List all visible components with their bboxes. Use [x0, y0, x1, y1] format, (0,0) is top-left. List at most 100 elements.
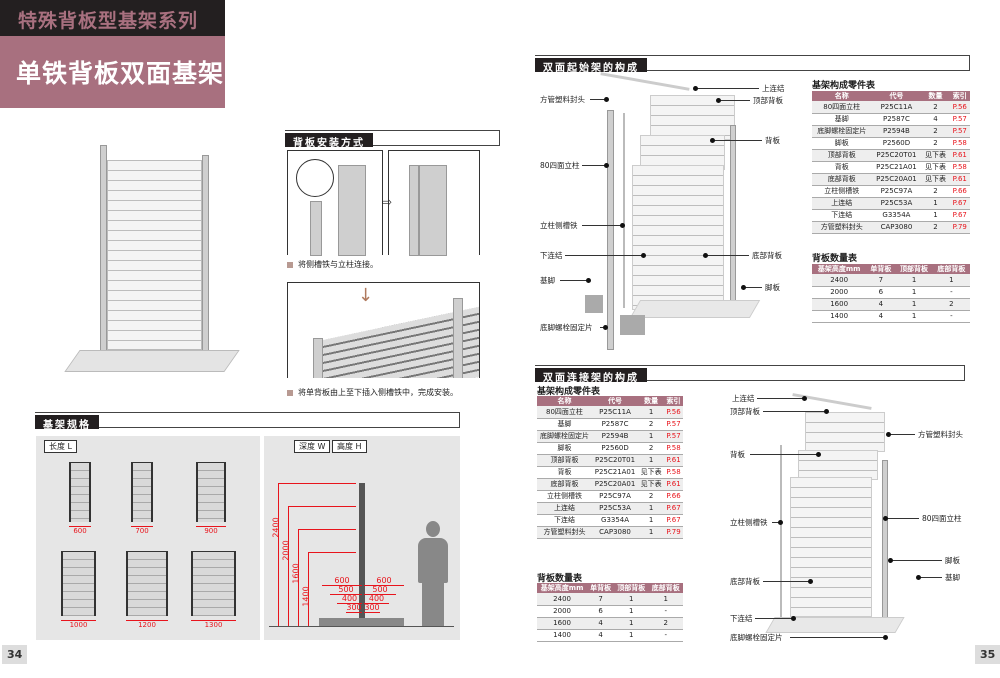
table-cell: 见下表 — [638, 478, 665, 491]
table-cell: 底部背板 — [812, 173, 872, 186]
callout-dot — [604, 163, 609, 168]
callout-line — [705, 255, 749, 256]
series-title: 特殊背板型基架系列 — [0, 0, 225, 36]
install-step1b-image — [388, 150, 480, 256]
table-cell: 方管塑料封头 — [812, 221, 872, 234]
connect-exploded-diagram — [700, 385, 980, 645]
depth-tag: 深度 W — [294, 440, 331, 453]
table-cell: 7 — [587, 593, 615, 606]
table-cell: 见下表 — [638, 466, 665, 479]
callout-dot — [693, 86, 698, 91]
part-label: 顶部背板 — [730, 407, 760, 416]
product-image — [64, 140, 240, 390]
table-cell: 背板 — [812, 161, 872, 174]
table-cell: P.56 — [949, 101, 970, 114]
table-cell: 2000 — [812, 286, 867, 299]
table-cell: P25C20T01 — [591, 454, 639, 467]
table-cell: P.67 — [949, 209, 970, 222]
table-cell: P25C53A — [591, 502, 639, 515]
install-heading: 背板安装方式 — [285, 133, 373, 149]
column-header: 代号 — [871, 91, 922, 101]
part-label: 底部背板 — [730, 577, 760, 586]
callout-dot — [824, 409, 829, 414]
callout-dot — [703, 253, 708, 258]
connect-section-header: 双面连接架的构成 — [535, 365, 965, 384]
callout-dot — [778, 520, 783, 525]
column-header: 名称 — [812, 91, 872, 101]
page-number-right: 35 — [975, 645, 1000, 664]
connect-heading: 双面连接架的构成 — [535, 368, 647, 384]
install-step1-image — [287, 150, 383, 256]
part-label: 背板 — [765, 136, 780, 145]
table-cell: 1 — [614, 593, 649, 606]
table-cell: 4 — [866, 310, 896, 323]
callout-line — [750, 454, 818, 455]
connect-parts-title: 基架构成零件表 — [537, 387, 601, 397]
table-cell: 4 — [587, 617, 615, 630]
height-dimension: 2400 — [271, 517, 281, 538]
callout-dot — [710, 138, 715, 143]
table-cell: 见下表 — [921, 161, 950, 174]
table-cell: 2 — [638, 490, 665, 503]
table-cell: 基脚 — [812, 113, 872, 126]
part-label: 背板 — [730, 450, 745, 459]
callout-line — [790, 637, 885, 638]
table-cell: 1 — [614, 629, 649, 642]
table-cell: 6 — [587, 605, 615, 618]
table-cell: P2594B — [871, 125, 922, 138]
callout-line — [743, 287, 762, 288]
table-cell: P.58 — [664, 442, 683, 455]
start-heading: 双面起始架的构成 — [535, 58, 647, 74]
callout-line — [582, 165, 606, 166]
callout-line — [888, 434, 915, 435]
table-cell: P.61 — [664, 478, 683, 491]
table-cell: P.57 — [949, 125, 970, 138]
column-header: 基架高度mm — [812, 264, 867, 274]
table-cell: G3354A — [871, 209, 922, 222]
table-cell: 1 — [648, 593, 683, 606]
column-header: 索引 — [949, 91, 970, 101]
table-cell: 顶部背板 — [537, 454, 592, 467]
table-cell: 2 — [921, 137, 950, 150]
height-dimension: 1400 — [301, 586, 311, 607]
base-side-view — [319, 618, 404, 626]
callout-line — [695, 88, 759, 89]
table-cell: 基脚 — [537, 418, 592, 431]
table-cell: 2 — [638, 442, 665, 455]
table-cell: 1 — [638, 430, 665, 443]
table-cell: 1 — [895, 298, 933, 311]
table-cell: 1400 — [537, 629, 588, 642]
callout-dot — [741, 285, 746, 290]
callout-line — [763, 581, 810, 582]
table-cell: 1 — [921, 209, 950, 222]
depth-dimension: 300 — [346, 603, 362, 613]
page-title: 单铁背板双面基架 — [0, 36, 225, 108]
part-label: 底脚螺栓固定片 — [730, 633, 783, 642]
length-figure — [196, 462, 226, 522]
table-cell: CAP3080 — [591, 526, 639, 539]
height-dimension-line — [278, 483, 356, 626]
depth-dimension: 500 — [330, 585, 362, 595]
table-cell: 2 — [932, 298, 970, 311]
table-cell: 1400 — [812, 310, 867, 323]
depth-dimension: 400 — [337, 594, 362, 604]
callout-dot — [883, 635, 888, 640]
table-cell: 1 — [614, 605, 649, 618]
table-cell: 1 — [921, 197, 950, 210]
column-header: 顶部背板 — [895, 264, 933, 274]
callout-line — [890, 560, 942, 561]
table-cell: 立柱侧槽铁 — [812, 185, 872, 198]
callout-line — [718, 100, 750, 101]
